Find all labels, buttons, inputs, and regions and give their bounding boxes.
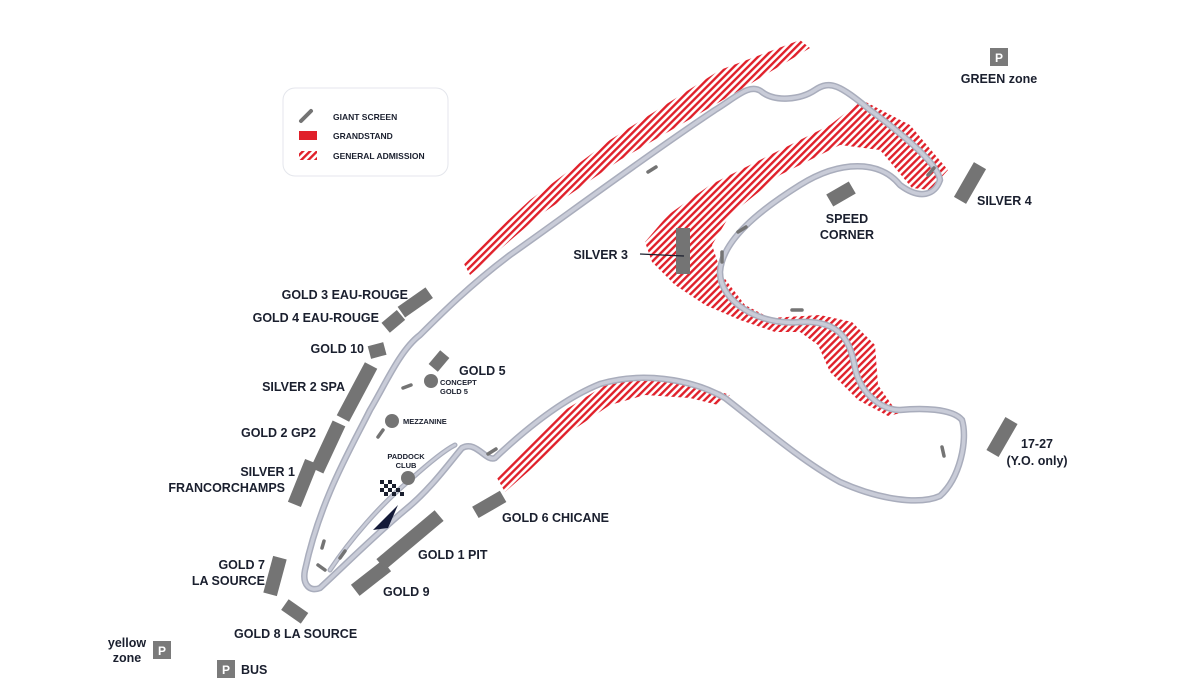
start-direction-arrow-icon xyxy=(373,505,398,530)
giant-screen-icon xyxy=(926,166,936,177)
parking-yellow-sign-text: P xyxy=(158,644,166,658)
track-surface xyxy=(302,83,966,591)
pit-lane-surface xyxy=(328,443,457,572)
label-gold7-line1: GOLD 7 xyxy=(218,558,265,572)
grandstand-gold2 xyxy=(310,420,346,474)
label-yellow-line2: zone xyxy=(113,651,142,665)
label-bus: BUS xyxy=(241,663,267,677)
grandstand-gold4 xyxy=(381,309,406,333)
label-gold5: GOLD 5 xyxy=(459,364,506,378)
label-green-zone: GREEN zone xyxy=(961,72,1037,86)
giant-screen-icon xyxy=(338,549,347,560)
label-silver3: SILVER 3 xyxy=(573,248,628,262)
giant-screen-icon xyxy=(646,165,658,174)
race-track xyxy=(301,81,968,593)
label-paddock-line2: CLUB xyxy=(396,461,417,470)
label-gold6: GOLD 6 CHICANE xyxy=(502,511,609,525)
grandstand-gold8 xyxy=(281,599,309,624)
grandstand-speed-corner xyxy=(826,181,856,207)
giant-screen-icon xyxy=(736,225,748,234)
grandstand-silver3 xyxy=(676,228,690,274)
grandstand-gold5 xyxy=(428,350,450,372)
legend: GIANT SCREEN GRANDSTAND GENERAL ADMISSIO… xyxy=(282,87,449,177)
grandstand-gold10 xyxy=(367,342,387,359)
grandstand-gold9 xyxy=(350,560,392,596)
label-speed-line1: SPEED xyxy=(826,212,868,226)
paddock-club-marker xyxy=(401,471,415,485)
parking-yellow-sign-icon xyxy=(153,641,171,659)
giant-screen-icon xyxy=(299,109,313,123)
parking-bus-sign-text: P xyxy=(222,663,230,677)
label-gold4: GOLD 4 EAU-ROUGE xyxy=(253,311,379,325)
label-gold8: GOLD 8 LA SOURCE xyxy=(234,627,357,641)
label-gold3: GOLD 3 EAU-ROUGE xyxy=(282,288,408,302)
label-gold7-line2: LA SOURCE xyxy=(192,574,265,588)
label-silver1-line2: FRANCORCHAMPS xyxy=(168,481,285,495)
parking-green-sign-icon xyxy=(990,48,1008,66)
legend-general-admission-label: GENERAL ADMISSION xyxy=(333,151,425,161)
grandstand-silver2 xyxy=(336,362,378,422)
label-gold1: GOLD 1 PIT xyxy=(418,548,488,562)
grandstand-silver4 xyxy=(953,162,987,204)
silver3-leader-line xyxy=(639,253,685,257)
checkered-flag-icon xyxy=(380,480,404,496)
label-silver2: SILVER 2 SPA xyxy=(262,380,345,394)
grandstand-17-27 xyxy=(986,417,1018,457)
giant-screen-icon xyxy=(316,563,327,572)
label-concept-line2: GOLD 5 xyxy=(440,387,468,396)
legend-box xyxy=(282,87,449,177)
label-gold9: GOLD 9 xyxy=(383,585,430,599)
giant-screens xyxy=(316,165,946,572)
label-mezzanine: MEZZANINE xyxy=(403,417,447,426)
concept-gold5-marker xyxy=(424,374,438,388)
giant-screen-icon xyxy=(940,445,946,458)
grandstand-gold3 xyxy=(397,287,433,318)
grandstand-gold1 xyxy=(376,510,444,570)
label-silver4: SILVER 4 xyxy=(977,194,1032,208)
label-gold2: GOLD 2 GP2 xyxy=(241,426,316,440)
grandstand-gold7 xyxy=(263,555,287,597)
grandstand-silver1 xyxy=(287,459,319,507)
mezzanine-marker xyxy=(385,414,399,428)
label-concept-line1: CONCEPT xyxy=(440,378,477,387)
parking: P GREEN zone P yellow zone P BUS xyxy=(108,48,1037,678)
general-admission-kemmel xyxy=(463,40,810,275)
points-of-interest xyxy=(373,374,438,530)
label-silver1-line1: SILVER 1 xyxy=(240,465,295,479)
label-yellow-line1: yellow xyxy=(108,636,146,650)
general-admission-blanchimont xyxy=(497,378,730,492)
grandstand-gold6 xyxy=(472,490,507,519)
label-17-27-line1: 17-27 xyxy=(1021,437,1053,451)
giant-screen-icon xyxy=(486,447,498,456)
general-admission-icon xyxy=(299,151,317,160)
label-gold10: GOLD 10 xyxy=(311,342,365,356)
giant-screen-icon xyxy=(376,428,385,439)
point-labels: CONCEPT GOLD 5 MEZZANINE PADDOCK CLUB xyxy=(387,378,477,470)
parking-bus-sign-icon xyxy=(217,660,235,678)
grandstand-labels: GOLD 3 EAU-ROUGE GOLD 4 EAU-ROUGE GOLD 1… xyxy=(168,194,1067,641)
giant-screen-icon xyxy=(320,539,326,550)
parking-green-sign-text: P xyxy=(995,51,1003,65)
label-17-27-line2: (Y.O. only) xyxy=(1006,454,1067,468)
general-admission-pouhon xyxy=(645,100,948,416)
giant-screen-icon xyxy=(401,383,413,390)
label-paddock-line1: PADDOCK xyxy=(387,452,425,461)
grandstand-blocks xyxy=(263,162,1018,624)
label-speed-line2: CORNER xyxy=(820,228,874,242)
legend-giant-screen-label: GIANT SCREEN xyxy=(333,112,397,122)
grandstand-icon xyxy=(299,131,317,140)
legend-grandstand-label: GRANDSTAND xyxy=(333,131,393,141)
